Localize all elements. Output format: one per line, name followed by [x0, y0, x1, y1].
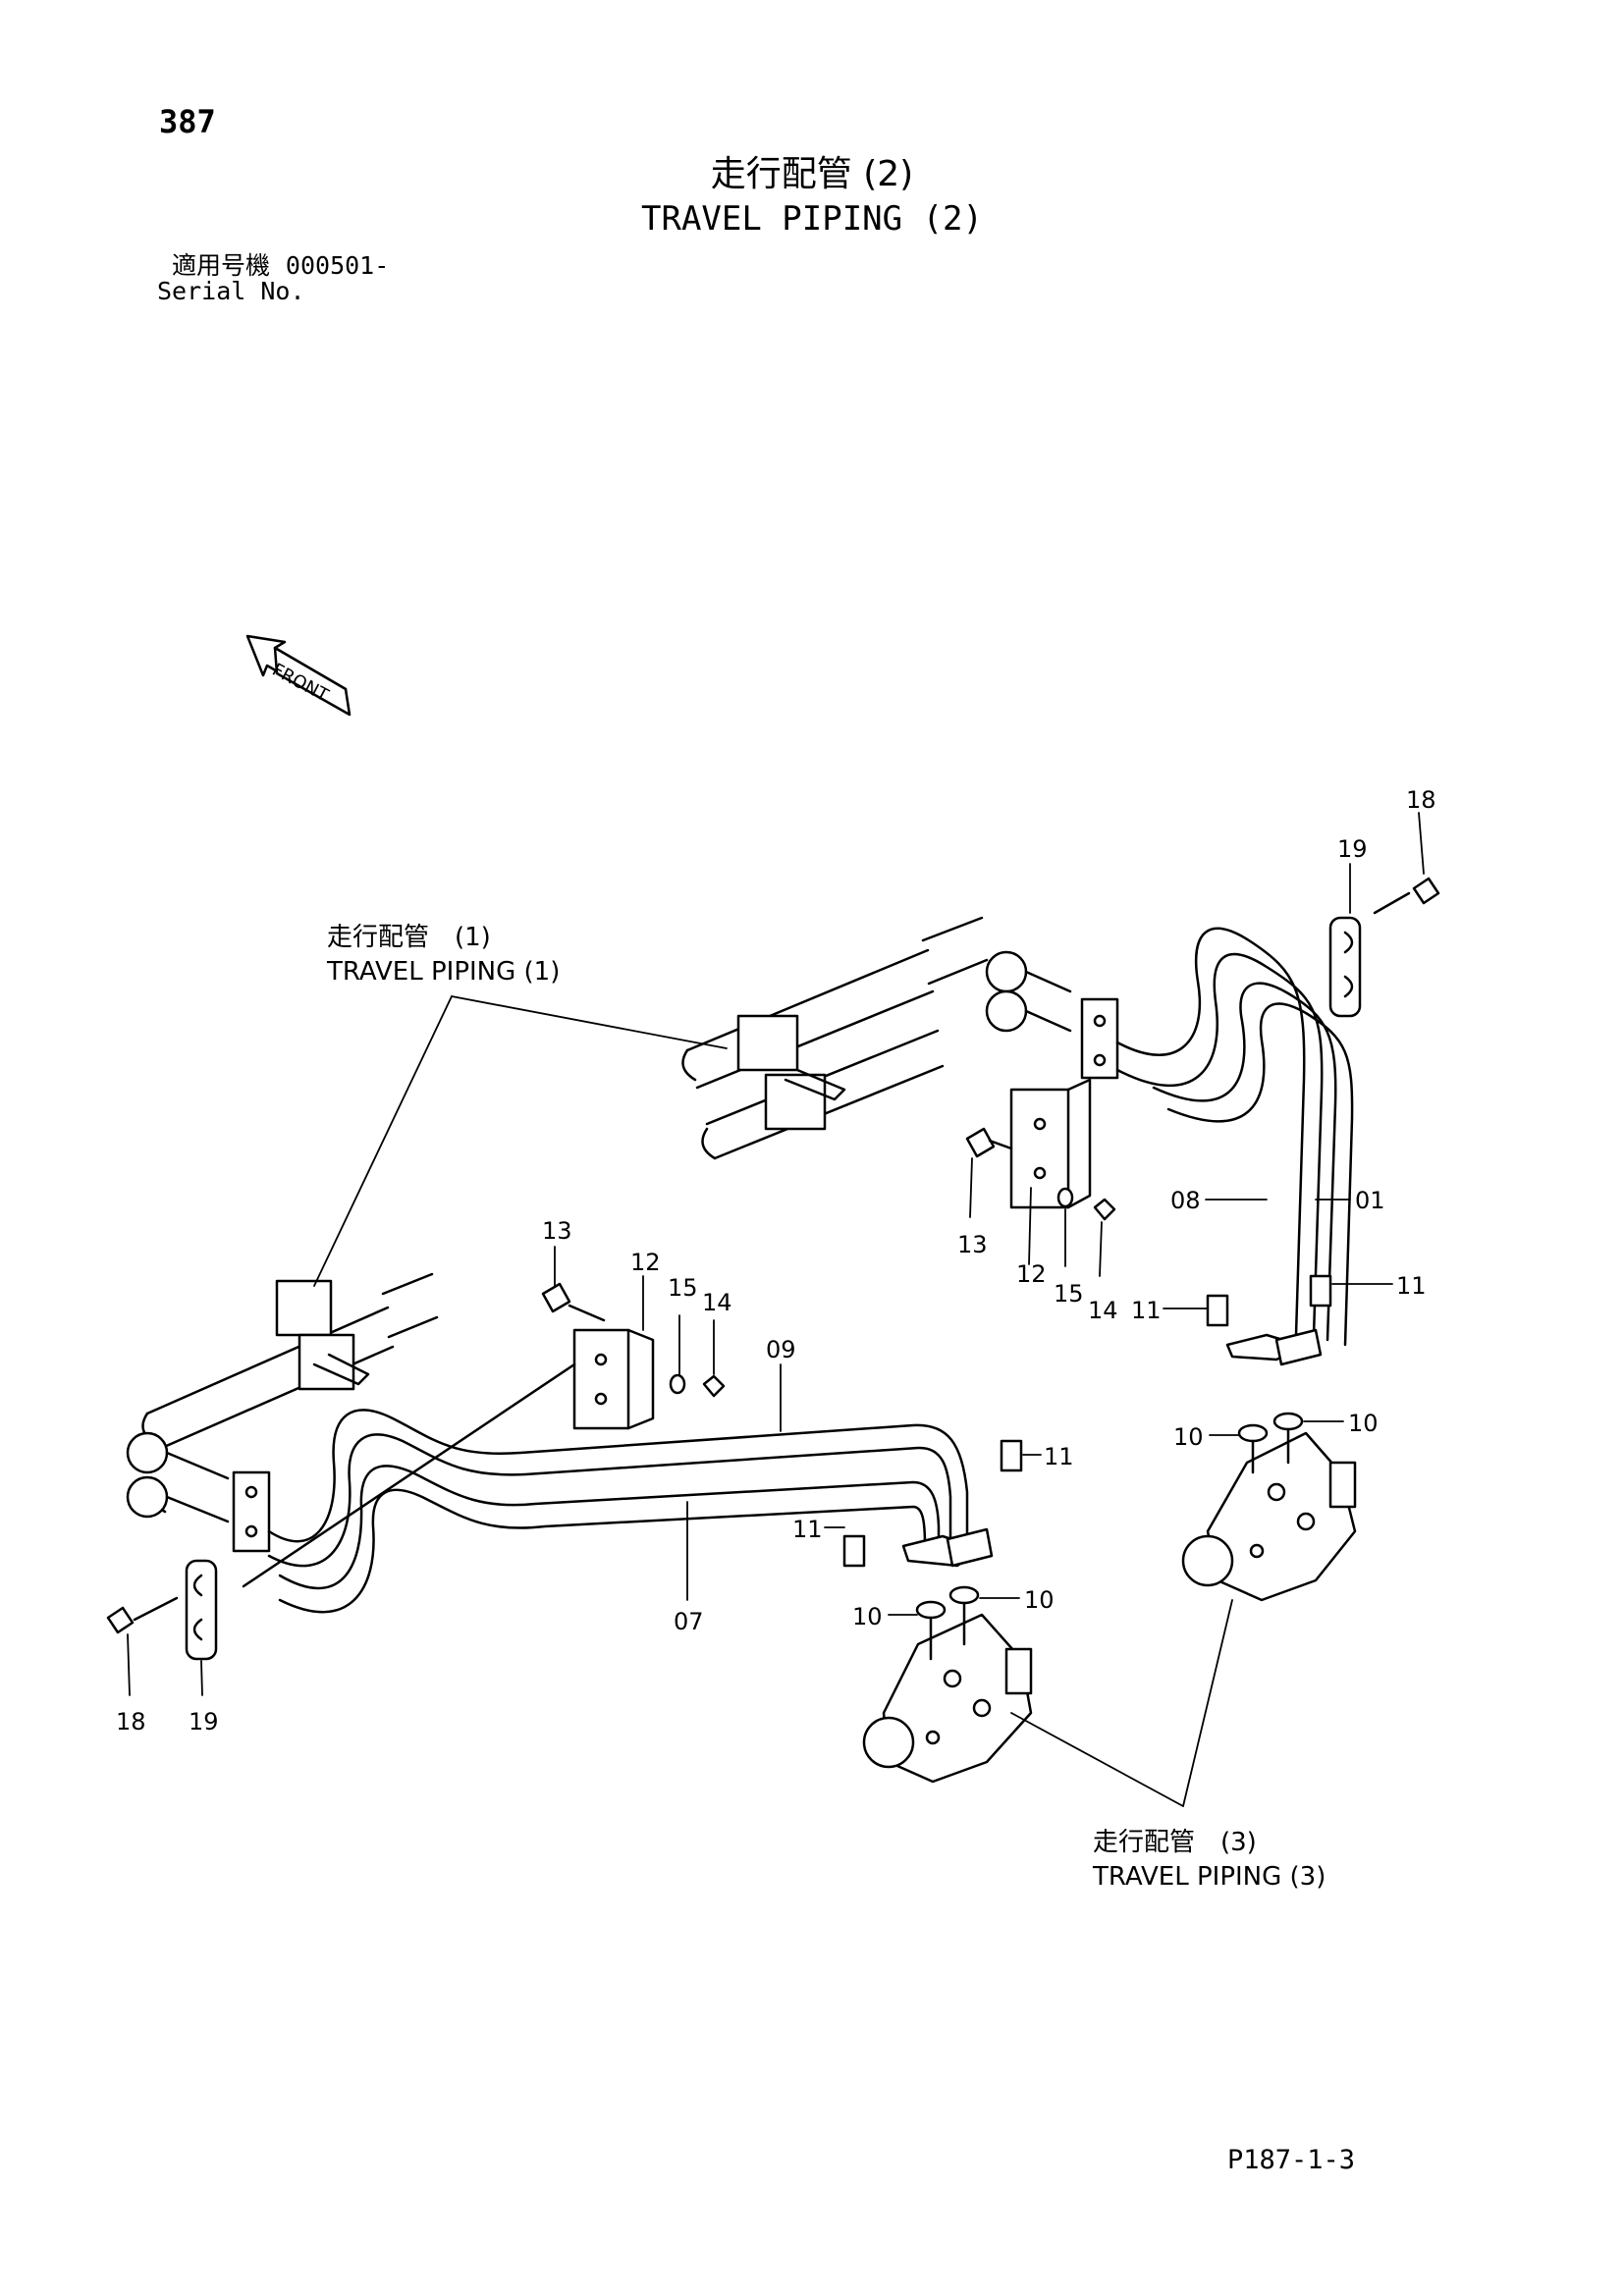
reference-piping-3-ja: 走行配管 (3): [1093, 1828, 1257, 1857]
callout-13-right: 13: [957, 1231, 988, 1258]
callout-12-left: 12: [630, 1249, 661, 1276]
callout-15-left: 15: [668, 1274, 698, 1302]
leader-lines: [127, 812, 1425, 1807]
page-title-english: TRAVEL PIPING (2): [641, 199, 983, 239]
callout-11-left-b: 11: [792, 1516, 823, 1543]
callout-13-left: 13: [542, 1217, 572, 1245]
callout-10-right-a: 10: [1173, 1423, 1204, 1451]
serial-label-english: Serial No.: [157, 277, 305, 305]
callout-18-bottom: 18: [116, 1708, 146, 1735]
reference-piping-1-en: TRAVEL PIPING (1): [326, 957, 560, 987]
right-pipe-assembly: [681, 877, 1440, 1602]
page-number: 387: [159, 103, 216, 140]
callout-12-right: 12: [1016, 1260, 1047, 1288]
page-title-japanese: 走行配管 (2): [710, 154, 914, 194]
callout-08: 08: [1170, 1187, 1201, 1214]
serial-label-japanese: 適用号機: [172, 251, 271, 280]
callout-07: 07: [674, 1608, 704, 1635]
callout-19-bottom: 19: [189, 1708, 219, 1735]
callout-18-top: 18: [1406, 786, 1436, 814]
serial-value: 000501-: [285, 251, 390, 280]
footer-drawing-code: P187-1-3: [1227, 2145, 1356, 2175]
reference-piping-1-ja: 走行配管 (1): [327, 923, 491, 952]
serial-line-japanese: 適用号機 000501-: [172, 253, 389, 278]
callout-10-right-b: 10: [1348, 1410, 1379, 1437]
front-arrow-icon: [245, 634, 352, 717]
callout-11-right-a: 11: [1131, 1297, 1162, 1324]
callout-10-left-b: 10: [1024, 1586, 1055, 1614]
callout-10-left-a: 10: [852, 1603, 883, 1630]
left-pipe-assembly: [106, 1272, 1033, 1784]
callout-14-right: 14: [1088, 1297, 1118, 1324]
callout-11-right-b: 11: [1396, 1272, 1427, 1300]
callout-19-top: 19: [1337, 835, 1368, 863]
reference-piping-3-en: TRAVEL PIPING (3): [1092, 1862, 1326, 1892]
callout-11-left-a: 11: [1044, 1443, 1074, 1470]
callout-15-right: 15: [1054, 1280, 1084, 1308]
callout-01: 01: [1355, 1187, 1385, 1214]
callout-09: 09: [766, 1336, 796, 1363]
callout-14-left: 14: [702, 1289, 732, 1316]
